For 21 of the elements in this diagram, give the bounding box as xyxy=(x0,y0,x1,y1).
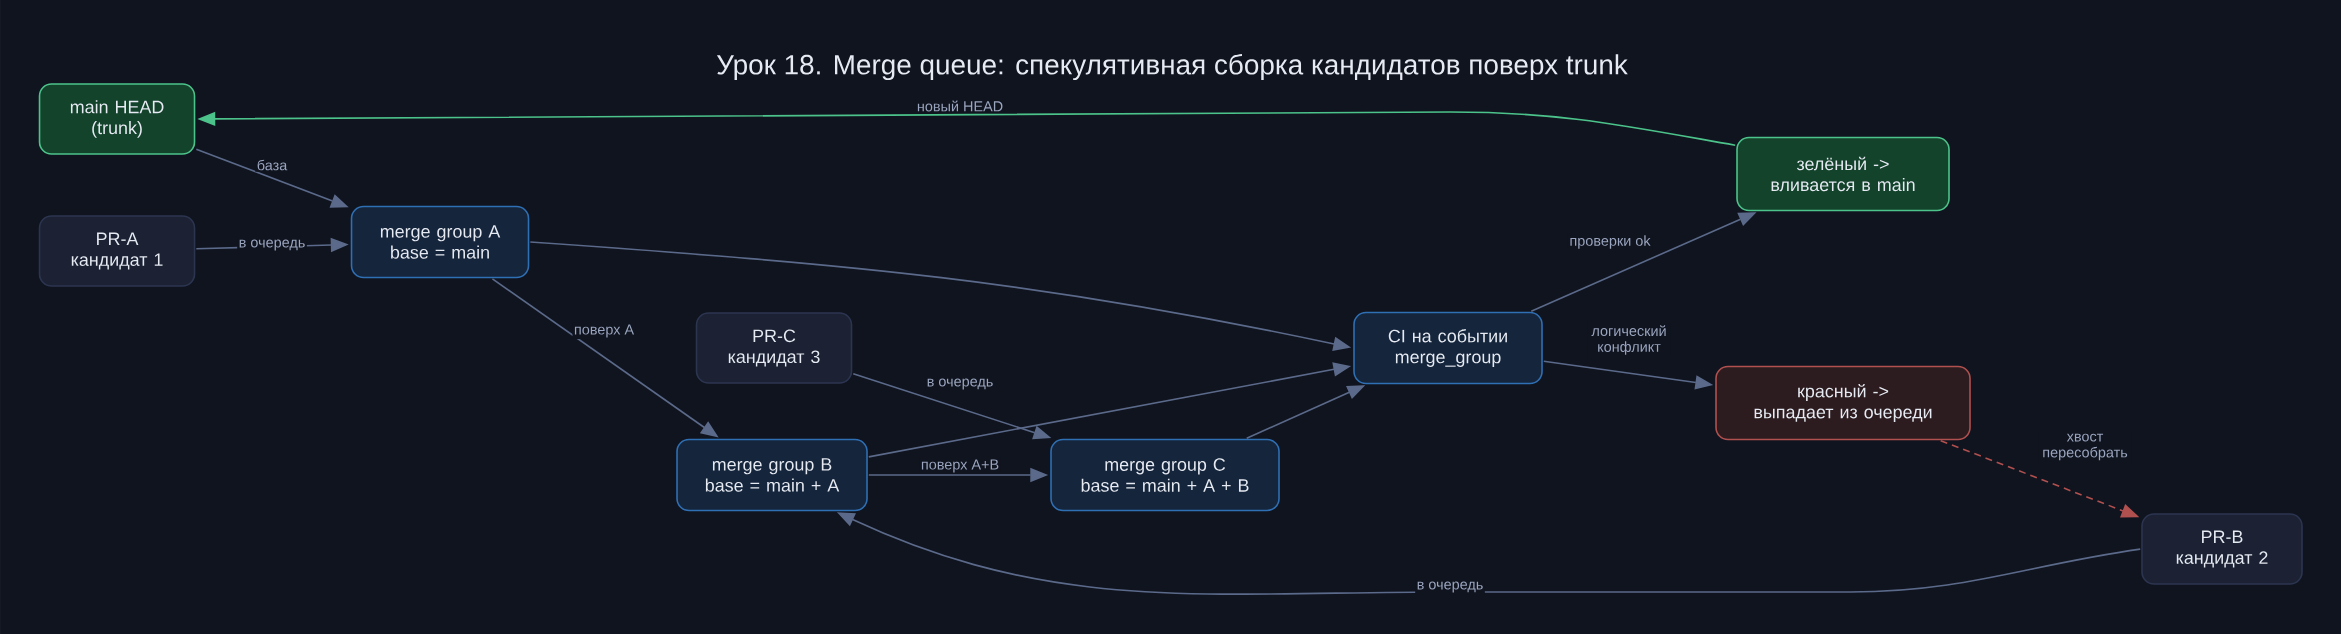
process-box: merge group B base = main + A xyxy=(676,438,868,512)
process-box: PR-A кандидат 1 xyxy=(38,215,196,287)
process-box: PR-B кандидат 2 xyxy=(2141,513,2303,585)
edge-label: в очередь xyxy=(239,239,305,251)
edge-label: поверх A xyxy=(574,324,635,338)
edge-label: поверх A+B xyxy=(921,459,999,473)
edge-label: логический конфликт xyxy=(1591,325,1666,355)
edge-label: хвост пересобрать xyxy=(2043,433,2128,461)
edge-label: в очередь xyxy=(927,378,993,390)
process-box: красный -> выпадает из очереди xyxy=(1715,365,1971,441)
process-box: merge group A base = main xyxy=(350,205,530,279)
edge-label: проверки ok xyxy=(1570,235,1651,249)
process-box: PR-C кандидат 3 xyxy=(695,312,853,384)
process-box: зелёный -> вливается в main xyxy=(1736,136,1950,212)
process-box: CI на событии merge_group xyxy=(1353,311,1543,385)
edge-label: новый HEAD xyxy=(917,100,1003,112)
edge-label: в очередь xyxy=(1417,581,1483,593)
process-box: merge group C base = main + A + B xyxy=(1050,438,1280,512)
process-box: main HEAD (trunk) xyxy=(38,83,196,155)
title: Урок 18. Merge queue: спекулятивная сборка кандидатов поверх trunk xyxy=(716,53,1628,81)
edge-label: база xyxy=(257,159,288,171)
